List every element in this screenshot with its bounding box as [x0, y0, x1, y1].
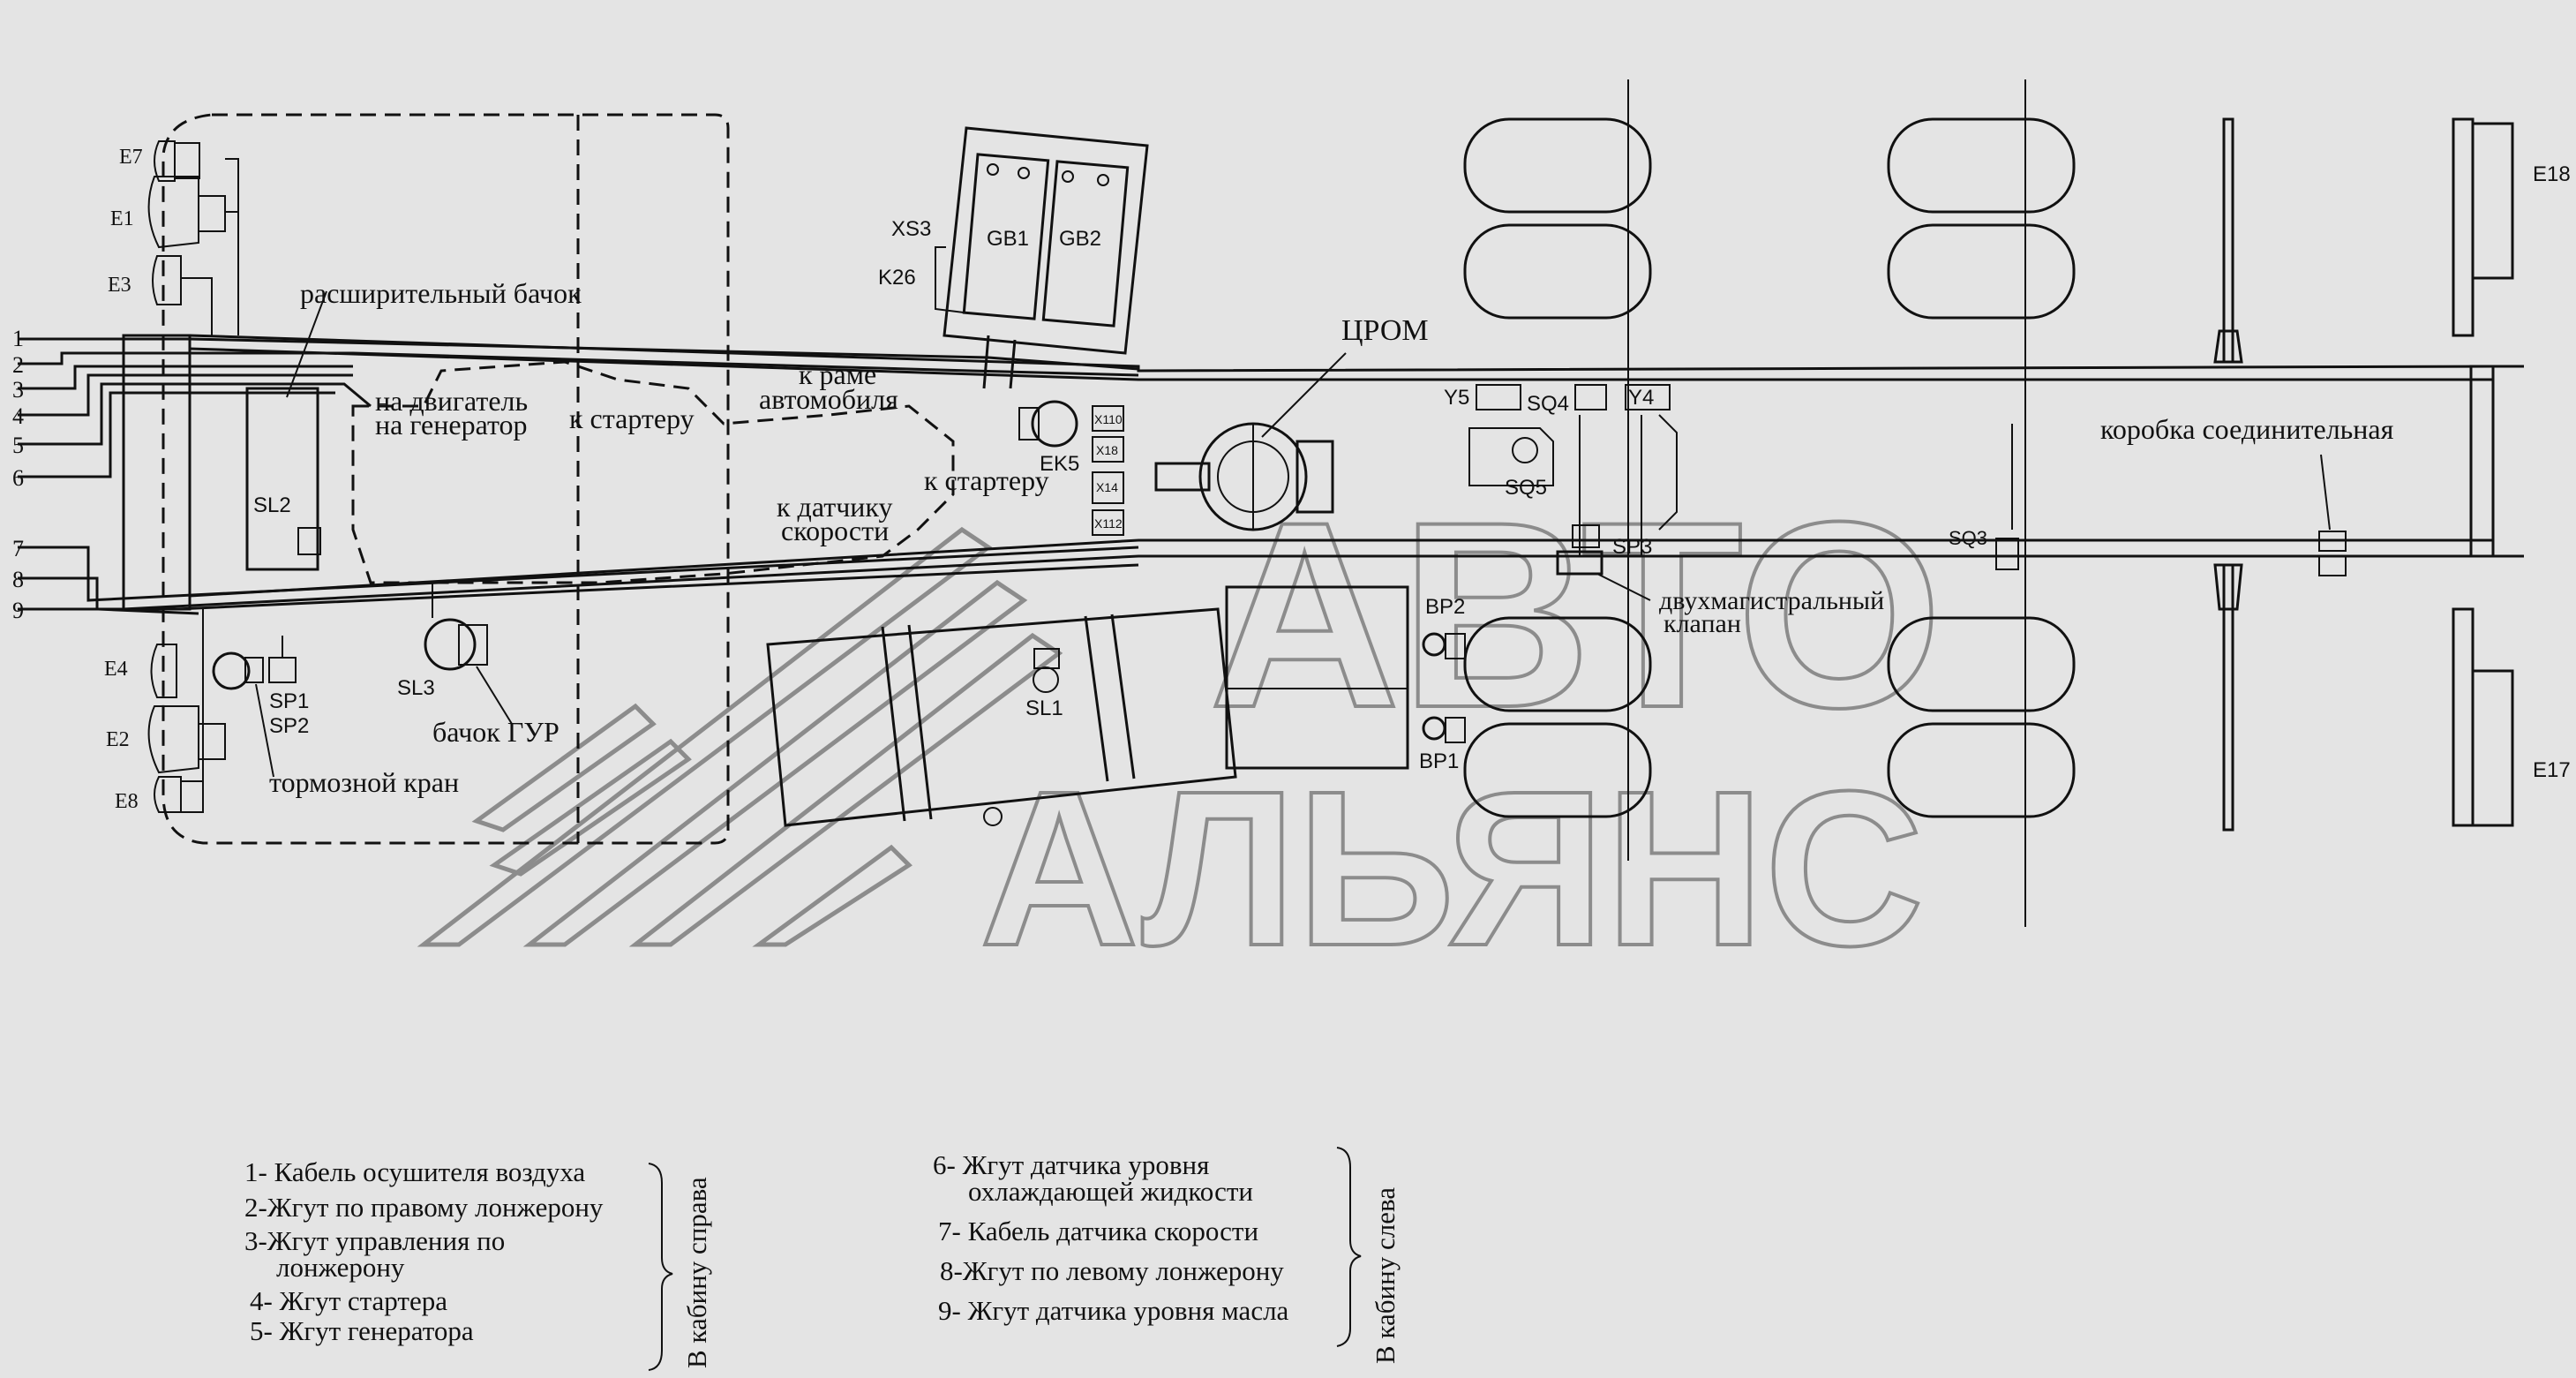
- label-y4: Y4: [1628, 386, 1654, 410]
- legend-item-6-cont: охлаждающей жидкости: [968, 1176, 1253, 1207]
- chassis-frame: [122, 334, 2524, 611]
- connector-x112: X112: [1094, 516, 1123, 531]
- legend-item-1: 1- Кабель осушителя воздуха: [244, 1156, 585, 1187]
- label-to-generator: на генератор: [375, 409, 528, 441]
- junction-box: коробка соединительная SQ3: [1949, 413, 2394, 576]
- watermark-line2: АЛЬЯНС: [980, 745, 1924, 991]
- label-expansion-tank: расширительный бачок: [300, 277, 582, 309]
- label-to-speed-1: к датчику: [777, 491, 893, 523]
- ek5-heater: EK5 X110 X18 X14 X112: [1018, 400, 1124, 536]
- label-sp1: SP1: [269, 689, 309, 713]
- cable-bundle: [18, 337, 1139, 615]
- watermark: АВТО АЛЬЯНС: [417, 464, 1944, 993]
- air-receivers: BP2 BP1: [1225, 585, 1466, 773]
- legend-group-left-cab: В кабину слева: [1370, 1187, 1401, 1364]
- connector-x14: X14: [1096, 480, 1118, 494]
- label-sq5: SQ5: [1505, 476, 1547, 500]
- battery-compartment: GB1 GB2 XS3 K26: [878, 126, 1149, 389]
- label-valve-1: двухмагистральный: [1659, 586, 1884, 615]
- label-e17: E17: [2533, 758, 2571, 782]
- legend-item-5: 5- Жгут генератора: [250, 1315, 474, 1346]
- label-sl1: SL1: [1025, 697, 1063, 720]
- abs-modulators: Y5 Y4 SQ4 SQ5: [1444, 384, 1678, 556]
- label-sp2: SP2: [269, 714, 309, 738]
- wire-number-9: 9: [12, 598, 24, 623]
- label-to-starter-1: к стартеру: [569, 403, 695, 434]
- label-brake-valve: тормозной кран: [269, 766, 459, 798]
- wire-number-8: 8: [12, 567, 24, 592]
- label-valve-2: клапан: [1664, 609, 1741, 638]
- label-gb1: GB1: [987, 227, 1029, 251]
- label-to-frame-2: автомобиля: [759, 383, 898, 415]
- legend-item-3-cont: лонжерону: [276, 1252, 405, 1283]
- label-e7: E7: [119, 146, 143, 169]
- label-sq4: SQ4: [1527, 392, 1569, 416]
- label-to-speed-2: скорости: [781, 515, 889, 546]
- label-ek5: EK5: [1040, 452, 1079, 476]
- lamp-labels: E7 E1 E3 E4 E2 E8: [104, 146, 143, 813]
- label-junction-box: коробка соединительная: [2100, 413, 2394, 445]
- label-sq3: SQ3: [1949, 527, 1987, 549]
- legend: 1- Кабель осушителя воздуха 2-Жгут по пр…: [244, 1147, 1401, 1371]
- engine-annotations: расширительный бачок на двигатель на ген…: [286, 277, 1049, 546]
- label-e8: E8: [115, 790, 139, 813]
- wire-number-7: 7: [12, 536, 24, 561]
- watermark-line1: АВТО: [1209, 466, 1942, 763]
- label-gur-tank: бачок ГУР: [432, 716, 560, 748]
- legend-item-7: 7- Кабель датчика скорости: [938, 1216, 1258, 1246]
- sl3-gur-tank: SL3 бачок ГУР: [397, 583, 560, 748]
- wire-number-3: 3: [12, 377, 24, 403]
- label-gb2: GB2: [1059, 227, 1101, 251]
- wire-number-2: 2: [12, 352, 24, 378]
- label-crom: ЦРОМ: [1341, 314, 1429, 347]
- label-xs3: XS3: [891, 217, 931, 241]
- label-e18: E18: [2533, 162, 2571, 186]
- brake-valve: SP1 SP2 тормозной кран: [212, 636, 459, 798]
- label-e1: E1: [110, 207, 134, 230]
- label-e2: E2: [106, 728, 130, 751]
- label-bp1: BP1: [1419, 749, 1459, 773]
- tires: [1463, 79, 2243, 927]
- label-e3: E3: [108, 274, 131, 297]
- wire-number-labels: 1 2 3 4 5 6 7 8 9: [12, 326, 24, 623]
- engine-outline: [351, 360, 955, 584]
- legend-item-8: 8-Жгут по левому лонжерону: [940, 1255, 1284, 1286]
- legend-item-9: 9- Жгут датчика уровня масла: [938, 1295, 1289, 1326]
- legend-item-4: 4- Жгут стартера: [250, 1285, 447, 1316]
- label-sl2: SL2: [253, 493, 291, 517]
- label-e4: E4: [104, 658, 128, 681]
- legend-group-right-cab: В кабину справа: [681, 1177, 712, 1368]
- legend-item-2: 2-Жгут по правому лонжерону: [244, 1192, 604, 1223]
- wire-number-5: 5: [12, 433, 24, 458]
- front-lamps: [147, 140, 239, 813]
- legend-item-6: 6- Жгут датчика уровня: [933, 1149, 1209, 1180]
- crom-filter: ЦРОМ: [1154, 314, 1429, 531]
- label-to-frame-1: к раме: [799, 358, 876, 390]
- wire-number-1: 1: [12, 326, 24, 351]
- label-y5: Y5: [1444, 386, 1469, 410]
- wire-number-6: 6: [12, 465, 24, 491]
- connector-x110: X110: [1094, 412, 1123, 426]
- double-line-valve: SP3 двухмагистральный клапан: [1556, 524, 1884, 638]
- label-sp3: SP3: [1612, 535, 1652, 559]
- label-to-starter-2: к стартеру: [924, 464, 1049, 496]
- connector-x18: X18: [1096, 443, 1118, 457]
- label-to-engine: на двигатель: [375, 385, 528, 417]
- wire-number-4: 4: [12, 403, 24, 429]
- label-sl3: SL3: [397, 676, 435, 700]
- rear-lights: E18 E17: [2452, 117, 2571, 827]
- sl2-coolant-tank: SL2: [245, 387, 321, 571]
- fuel-tank: SL1: [766, 607, 1237, 827]
- label-bp2: BP2: [1425, 595, 1465, 619]
- cab-outline: [161, 113, 730, 845]
- label-k26: K26: [878, 266, 916, 290]
- legend-item-3: 3-Жгут управления по: [244, 1225, 505, 1256]
